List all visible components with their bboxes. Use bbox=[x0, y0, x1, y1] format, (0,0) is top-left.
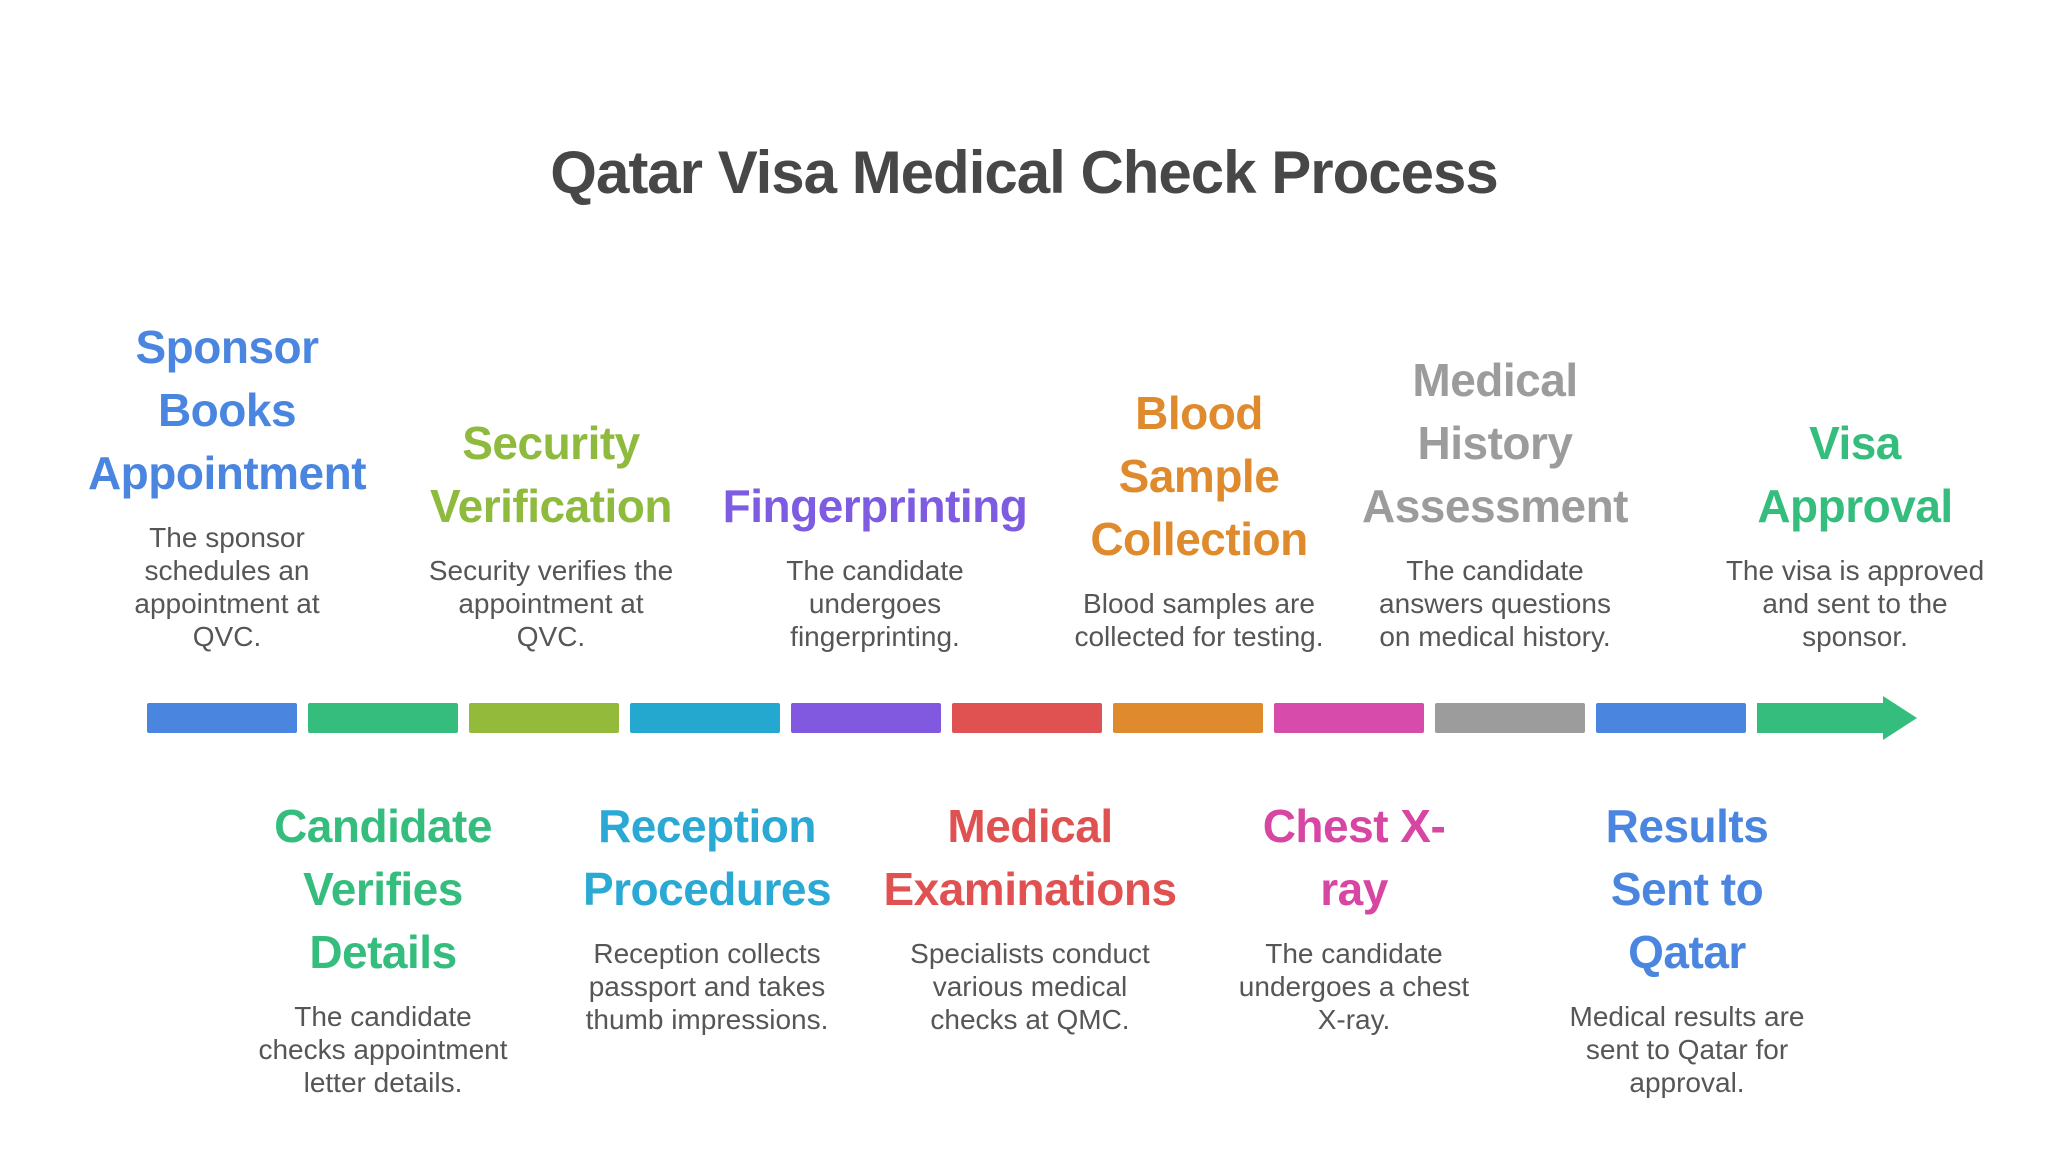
arrow-shape bbox=[1757, 696, 1917, 740]
stage-medical-examinations: Medical Examinations Specialists conduct… bbox=[860, 795, 1200, 1036]
stage-heading: Security Verification bbox=[430, 417, 672, 532]
timeline-segment bbox=[1435, 703, 1585, 733]
timeline-segment bbox=[469, 703, 619, 733]
stage-visa-approval: Visa Approval The visa is approved and s… bbox=[1685, 412, 2025, 653]
timeline-bar bbox=[147, 696, 1917, 740]
timeline-segment bbox=[1596, 703, 1746, 733]
stage-heading: Visa Approval bbox=[1757, 417, 1953, 532]
stage-medical-history-assessment: Medical History Assessment The candidate… bbox=[1325, 349, 1665, 653]
stage-results-sent-to-qatar: Results Sent to Qatar Medical results ar… bbox=[1517, 795, 1857, 1099]
timeline-segment bbox=[1113, 703, 1263, 733]
timeline-segment bbox=[308, 703, 458, 733]
timeline-arrow-icon bbox=[1757, 696, 1917, 740]
stage-description: Blood samples are collected for testing. bbox=[1074, 588, 1324, 652]
stage-description: The candidate checks appointment letter … bbox=[258, 1001, 508, 1098]
timeline-segment bbox=[952, 703, 1102, 733]
stage-heading: Medical Examinations bbox=[883, 800, 1177, 915]
timeline-segment bbox=[1274, 703, 1424, 733]
stage-fingerprinting: Fingerprinting The candidate undergoes f… bbox=[705, 475, 1045, 653]
stage-sponsor-books-appointment: Sponsor Books Appointment The sponsor sc… bbox=[57, 316, 397, 653]
stage-heading: Results Sent to Qatar bbox=[1605, 800, 1769, 978]
stage-reception-procedures: Reception Procedures Reception collects … bbox=[537, 795, 877, 1036]
stage-heading: Medical History Assessment bbox=[1361, 354, 1629, 532]
stage-heading: Fingerprinting bbox=[722, 480, 1028, 532]
stage-description: Reception collects passport and takes th… bbox=[585, 938, 829, 1035]
stage-heading: Blood Sample Collection bbox=[1090, 387, 1308, 565]
stage-blood-sample-collection: Blood Sample Collection Blood samples ar… bbox=[1029, 382, 1369, 653]
stage-description: The candidate answers questions on medic… bbox=[1379, 555, 1611, 652]
stage-description: The visa is approved and sent to the spo… bbox=[1725, 555, 1985, 652]
page-title: Qatar Visa Medical Check Process bbox=[550, 139, 1498, 206]
timeline-segment bbox=[147, 703, 297, 733]
stage-description: The candidate undergoes a chest X-ray. bbox=[1238, 938, 1470, 1035]
stage-description: Medical results are sent to Qatar for ap… bbox=[1569, 1001, 1805, 1098]
timeline-segment bbox=[630, 703, 780, 733]
stage-security-verification: Security Verification Security verifies … bbox=[381, 412, 721, 653]
timeline-segment bbox=[791, 703, 941, 733]
stage-heading: Candidate Verifies Details bbox=[274, 800, 492, 978]
stage-description: Specialists conduct various medical chec… bbox=[910, 938, 1150, 1035]
stage-description: Security verifies the appointment at QVC… bbox=[428, 555, 674, 652]
stage-description: The sponsor schedules an appointment at … bbox=[134, 522, 320, 652]
stage-description: The candidate undergoes fingerprinting. bbox=[786, 555, 964, 652]
stage-chest-x-ray: Chest X- ray The candidate undergoes a c… bbox=[1184, 795, 1524, 1036]
stage-candidate-verifies-details: Candidate Verifies Details The candidate… bbox=[213, 795, 553, 1099]
stage-heading: Chest X- ray bbox=[1262, 800, 1446, 915]
stage-heading: Sponsor Books Appointment bbox=[87, 321, 367, 499]
stage-heading: Reception Procedures bbox=[582, 800, 832, 915]
